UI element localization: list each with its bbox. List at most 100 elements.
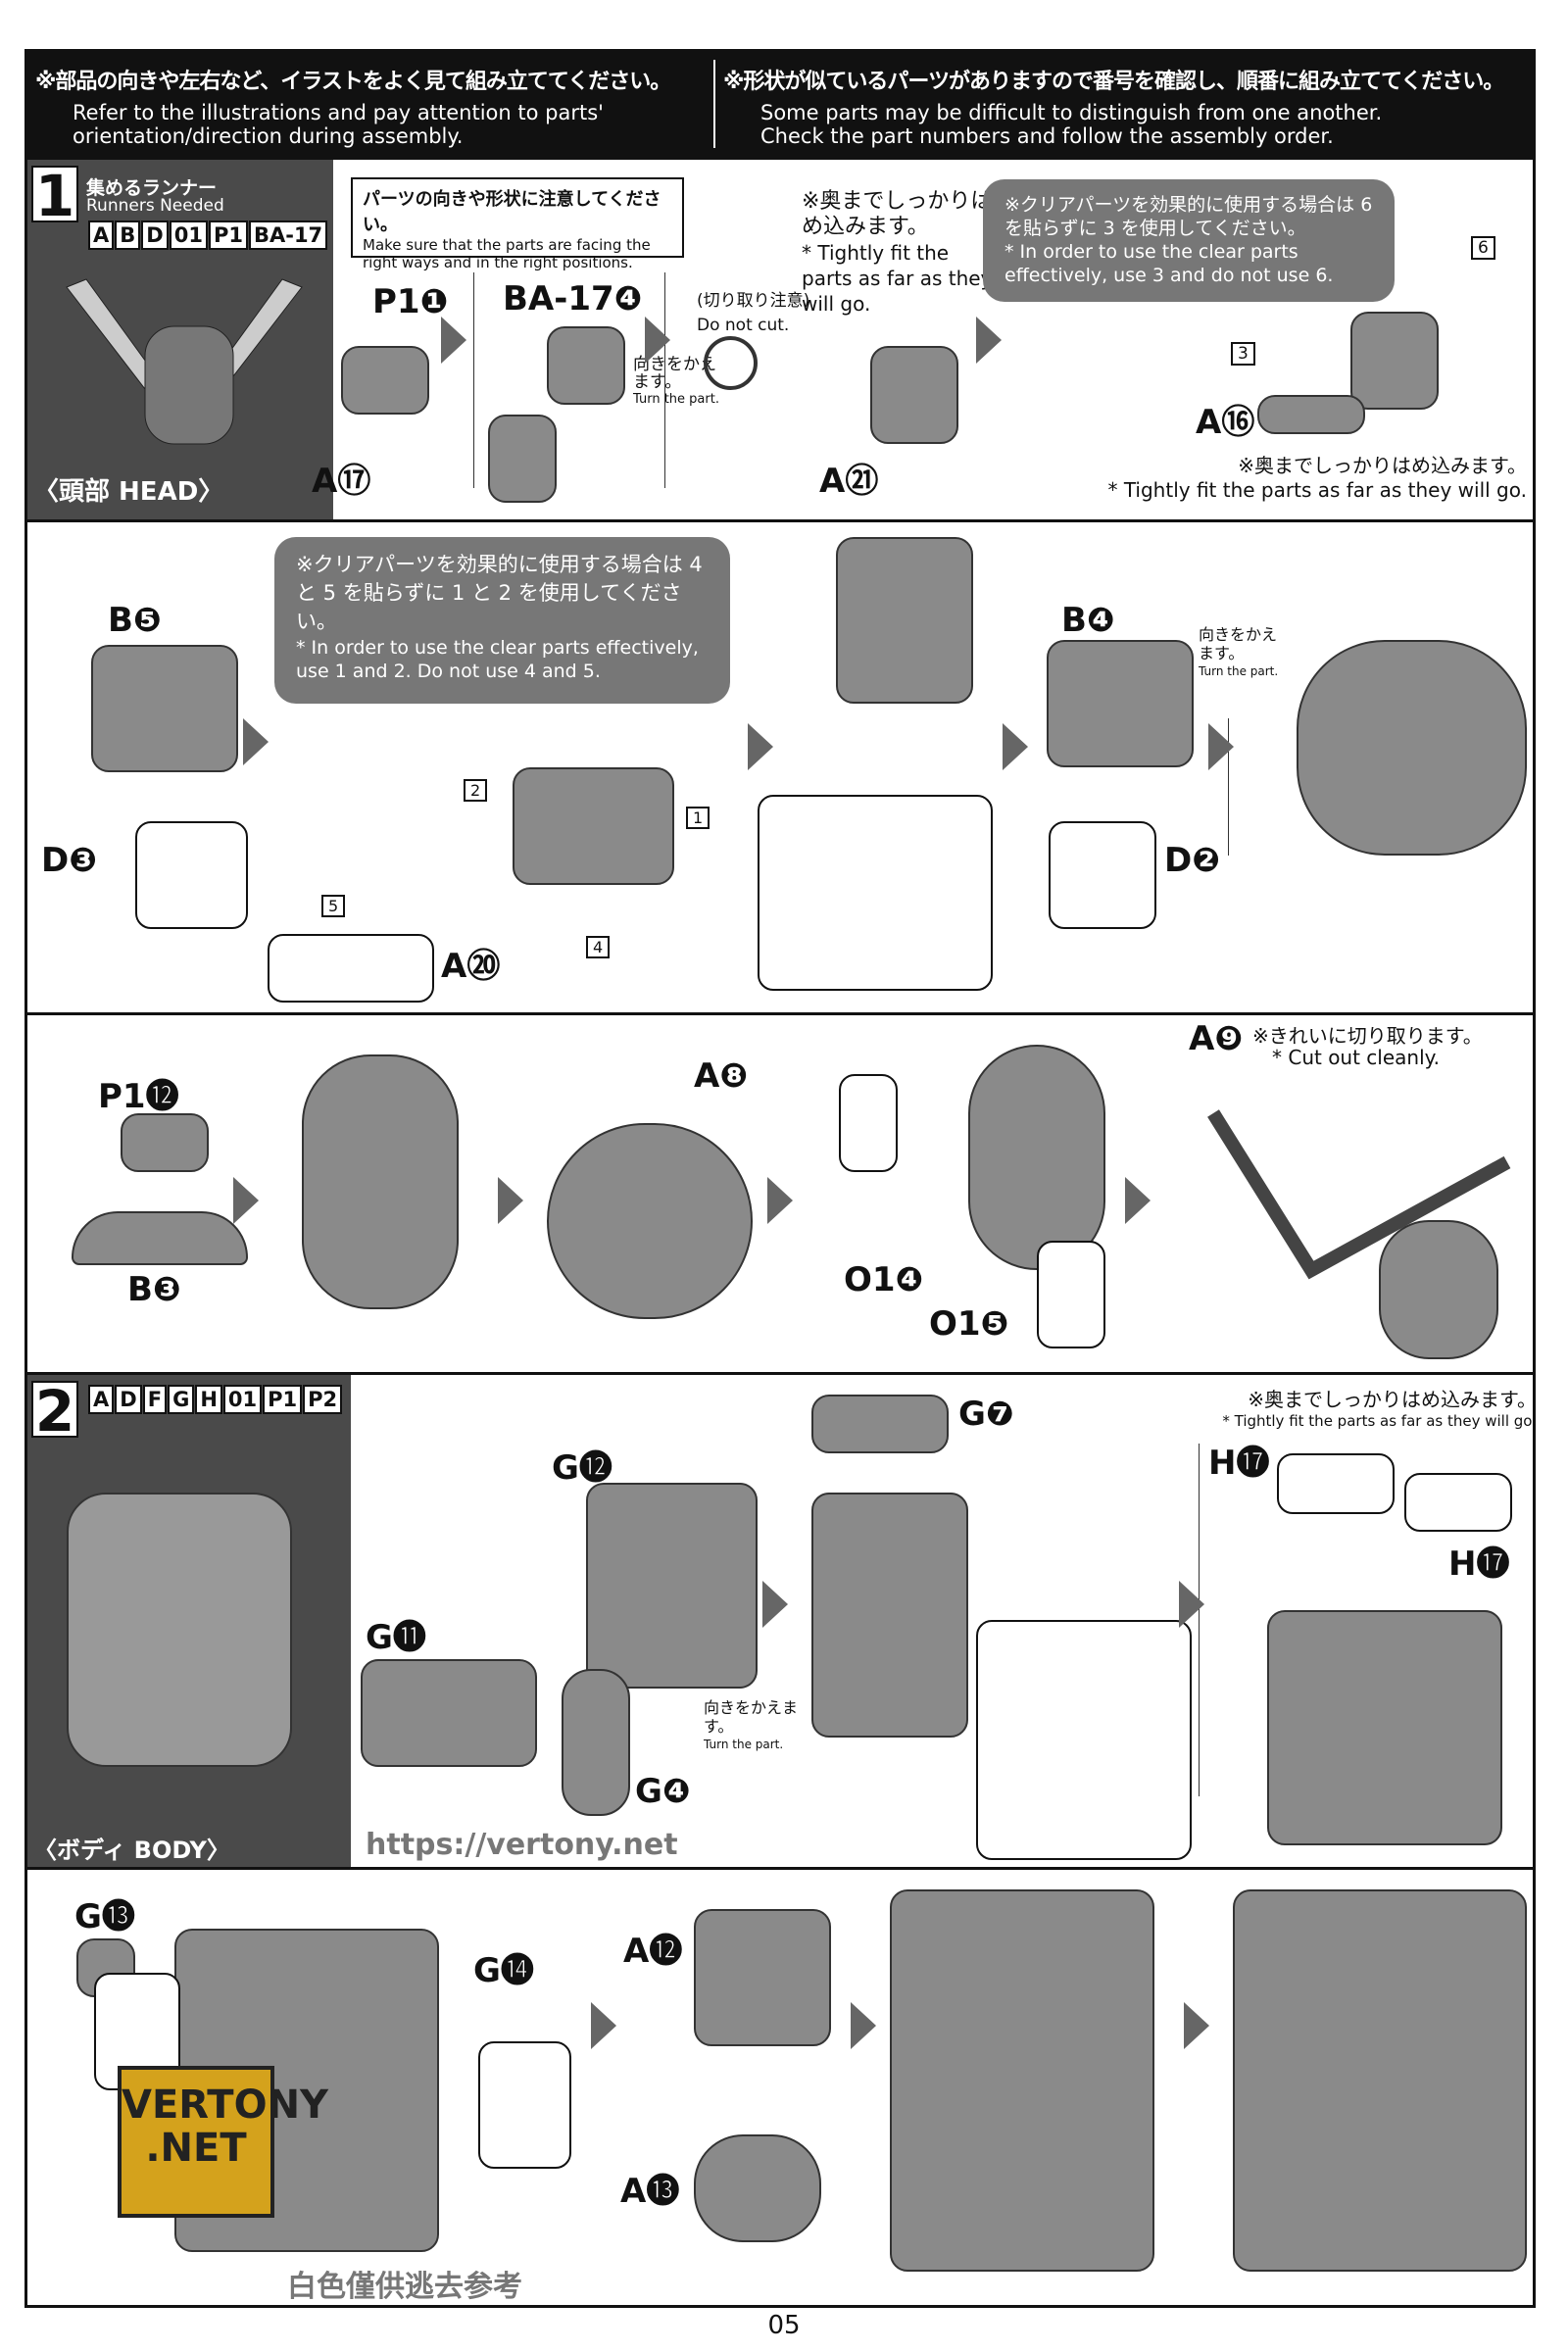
- part-illustration: [836, 537, 973, 704]
- divider: [664, 272, 665, 488]
- detail-inset: [976, 1620, 1192, 1860]
- runner-tag: P2: [303, 1385, 343, 1414]
- sticker-tag: 1: [686, 807, 710, 829]
- part-illustration: [488, 415, 557, 503]
- part-illustration: [1297, 640, 1527, 856]
- sticker-tag: 3: [1231, 342, 1255, 366]
- runner-tag: H: [195, 1385, 222, 1414]
- detail-inset: [135, 821, 248, 929]
- part-illustration: [121, 1113, 209, 1172]
- part-illustration: [870, 346, 958, 444]
- runner-tag: F: [142, 1385, 168, 1414]
- part-illustration: [513, 767, 674, 885]
- runner-tag: D: [141, 220, 169, 250]
- clear-jp: ※クリアパーツを効果的に使用する場合は 4 と 5 を貼らずに 1 と 2 を使…: [296, 553, 703, 633]
- part-label-a12: A⓬: [623, 1932, 683, 1971]
- runner-tag: A: [88, 220, 115, 250]
- fit-note-2: ※奥までしっかりはめ込みます。* Tightly fit the parts a…: [1076, 454, 1527, 503]
- step-arrow: [498, 1177, 523, 1224]
- logo-text: VERTONY .NET: [122, 2082, 329, 2171]
- do-not-cut-note: (切り取り注意)Do not cut.: [697, 289, 809, 338]
- cut-en: * Cut out cleanly.: [1272, 1046, 1440, 1069]
- body-illustration: [67, 1493, 292, 1767]
- caution-box: パーツの向きや形状に注意してください。 Make sure that the p…: [351, 177, 684, 271]
- runner-tag: BA-17: [248, 220, 328, 250]
- step-arrow: [762, 1581, 788, 1628]
- part-label-b5: B❺: [108, 601, 162, 640]
- turn-jp: 向きをかえます。: [1199, 625, 1278, 662]
- section-title-body: 〈ボディ BODY〉: [33, 1837, 230, 1864]
- part-label-o1-4: O1❹: [844, 1260, 924, 1299]
- part-illustration: [1233, 1889, 1527, 2272]
- part-label-h17-left: H⓱: [1208, 1444, 1270, 1483]
- part-label-a8: A❽: [694, 1056, 749, 1096]
- step-arrow: [441, 317, 466, 364]
- detail-inset: [1277, 1453, 1395, 1514]
- step-number: 2: [31, 1381, 78, 1440]
- sticker-tag: 6: [1471, 236, 1495, 260]
- turn-en: Turn the part.: [704, 1738, 784, 1751]
- detail-inset: [758, 795, 993, 991]
- part-illustration: [91, 645, 238, 772]
- part-illustration: [968, 1045, 1105, 1270]
- head-illustration: [66, 278, 303, 445]
- section-title-head: 〈頭部 HEAD〉: [33, 477, 224, 507]
- part-illustration: [1350, 312, 1439, 410]
- runner-tag: G: [168, 1385, 195, 1414]
- part-label-d3: D❸: [41, 841, 98, 880]
- part-illustration: [1047, 640, 1194, 767]
- clear-en: * In order to use the clear parts effect…: [296, 637, 699, 682]
- part-label-o1-5: O1❺: [929, 1304, 1009, 1344]
- fit-jp: ※奥までしっかりはめ込みます。: [1248, 1388, 1537, 1411]
- sticker-tag: 5: [321, 895, 346, 917]
- part-label-p1-12: P1⓬: [98, 1077, 179, 1116]
- fit-jp: ※奥までしっかりはめ込みます。: [802, 189, 993, 239]
- part-illustration: [547, 1123, 753, 1319]
- part-label-a13: A⓭: [620, 2172, 680, 2211]
- cut-note: ※きれいに切り取ります。* Cut out cleanly.: [1252, 1025, 1483, 1068]
- header-divider: [713, 60, 715, 148]
- runner-tag: 01: [222, 1385, 263, 1414]
- part-label-a20: A⑳: [441, 947, 501, 986]
- no-cut-icon: [704, 336, 758, 390]
- part-illustration: [1257, 395, 1365, 434]
- header-right-jp: ※形状が似ているパーツがありますので番号を確認し、順番に組み立ててください。: [723, 70, 1504, 94]
- watermark-text: https://vertony.net: [366, 1828, 678, 1862]
- turn-en: Turn the part.: [633, 392, 719, 407]
- part-label-a9: A❾: [1189, 1019, 1244, 1058]
- part-illustration: [361, 1659, 537, 1767]
- step-arrow: [767, 1177, 793, 1224]
- step-arrow: [1184, 2002, 1209, 2049]
- part-label-h17-right: H⓱: [1448, 1544, 1510, 1584]
- step-arrow: [645, 317, 670, 364]
- part-illustration: [547, 326, 625, 405]
- runner-tag: D: [115, 1385, 142, 1414]
- detail-inset: [1037, 1241, 1105, 1348]
- antenna-illustration: [1207, 1109, 1511, 1359]
- detail-inset: [478, 2041, 571, 2169]
- fit2-jp: ※奥までしっかりはめ込みます。: [1238, 454, 1527, 477]
- donotcut-jp: (切り取り注意): [697, 291, 810, 311]
- part-label-a17: A⑰: [312, 462, 371, 501]
- part-illustration: [811, 1395, 949, 1453]
- part-label-b4: B❹: [1061, 601, 1115, 640]
- page-number: 05: [767, 2311, 801, 2340]
- runner-tag: P1: [263, 1385, 303, 1414]
- part-label-g14: G⓮: [473, 1951, 534, 1990]
- step-arrow: [1179, 1581, 1204, 1628]
- part-label-ba17-4: BA-17❹: [503, 279, 643, 318]
- turn-note: 向きをかえます。 Turn the part.: [704, 1698, 802, 1754]
- step-arrow: [233, 1177, 259, 1224]
- divider: [1228, 718, 1229, 856]
- part-label-d2: D❷: [1164, 841, 1221, 880]
- head-row-2: B❺ D❸ ※クリアパーツを効果的に使用する場合は 4 と 5 を貼らずに 1 …: [27, 519, 1533, 1009]
- detail-inset: [1404, 1473, 1512, 1532]
- step-arrow: [976, 317, 1002, 364]
- turn-jp: 向きをかえます。: [704, 1698, 799, 1736]
- detail-inset: [1049, 821, 1156, 929]
- runner-tag: A: [88, 1385, 115, 1414]
- watermark-cn: 白色僅供逃去参考: [287, 2270, 522, 2304]
- turn-en: Turn the part.: [1199, 664, 1279, 678]
- divider: [473, 272, 474, 488]
